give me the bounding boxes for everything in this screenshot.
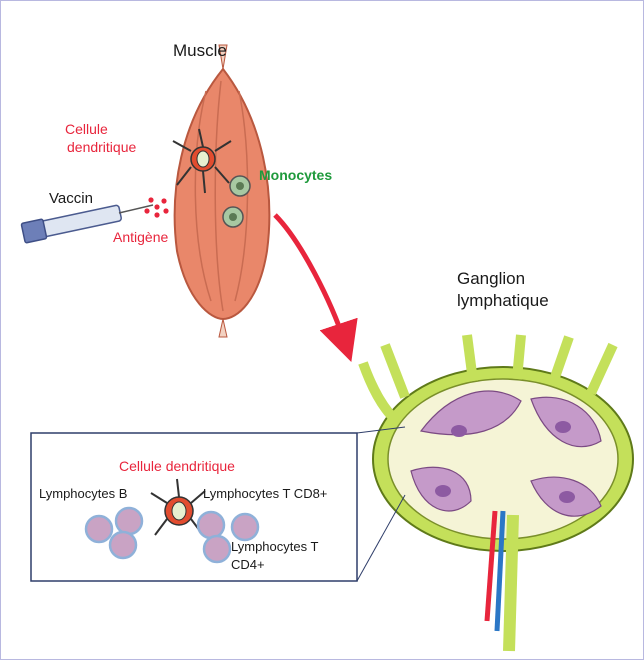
dendritic-cell-label-line2: dendritique [67,139,137,155]
inset-t-cd4-label-line1: Lymphocytes T [231,539,319,554]
vaccine-label: Vaccin [49,190,93,207]
monocytes-label: Monocytes [259,167,333,183]
lymph-node-illustration [358,334,634,652]
inset-t-cd8-label: Lymphocytes T CD8+ [203,486,328,501]
migration-arrow [273,213,358,362]
inset-box [30,426,406,582]
inset-dendritic-cell-illustration [150,478,206,536]
inset-b-cells [84,506,144,560]
inset-dendritic-cell-label: Cellule dendritique [119,458,235,474]
muscle-label: Muscle [173,41,227,60]
inset-t-cd4-label-line2: CD4+ [231,557,265,572]
inset-t-cells [196,510,260,564]
antigen-label: Antigène [113,229,169,245]
lymph-node-label-line2: lymphatique [457,291,549,310]
monocytes-illustration [222,175,251,228]
dendritic-cell-label-line1: Cellule [65,121,108,137]
muscle-illustration [173,44,271,338]
antigen-dots [144,197,169,218]
lymph-node-label-line1: Ganglion [457,269,526,288]
syringe-illustration [20,204,154,244]
inset-b-cells-label: Lymphocytes B [39,486,128,501]
dendritic-cell-in-muscle [172,128,232,194]
